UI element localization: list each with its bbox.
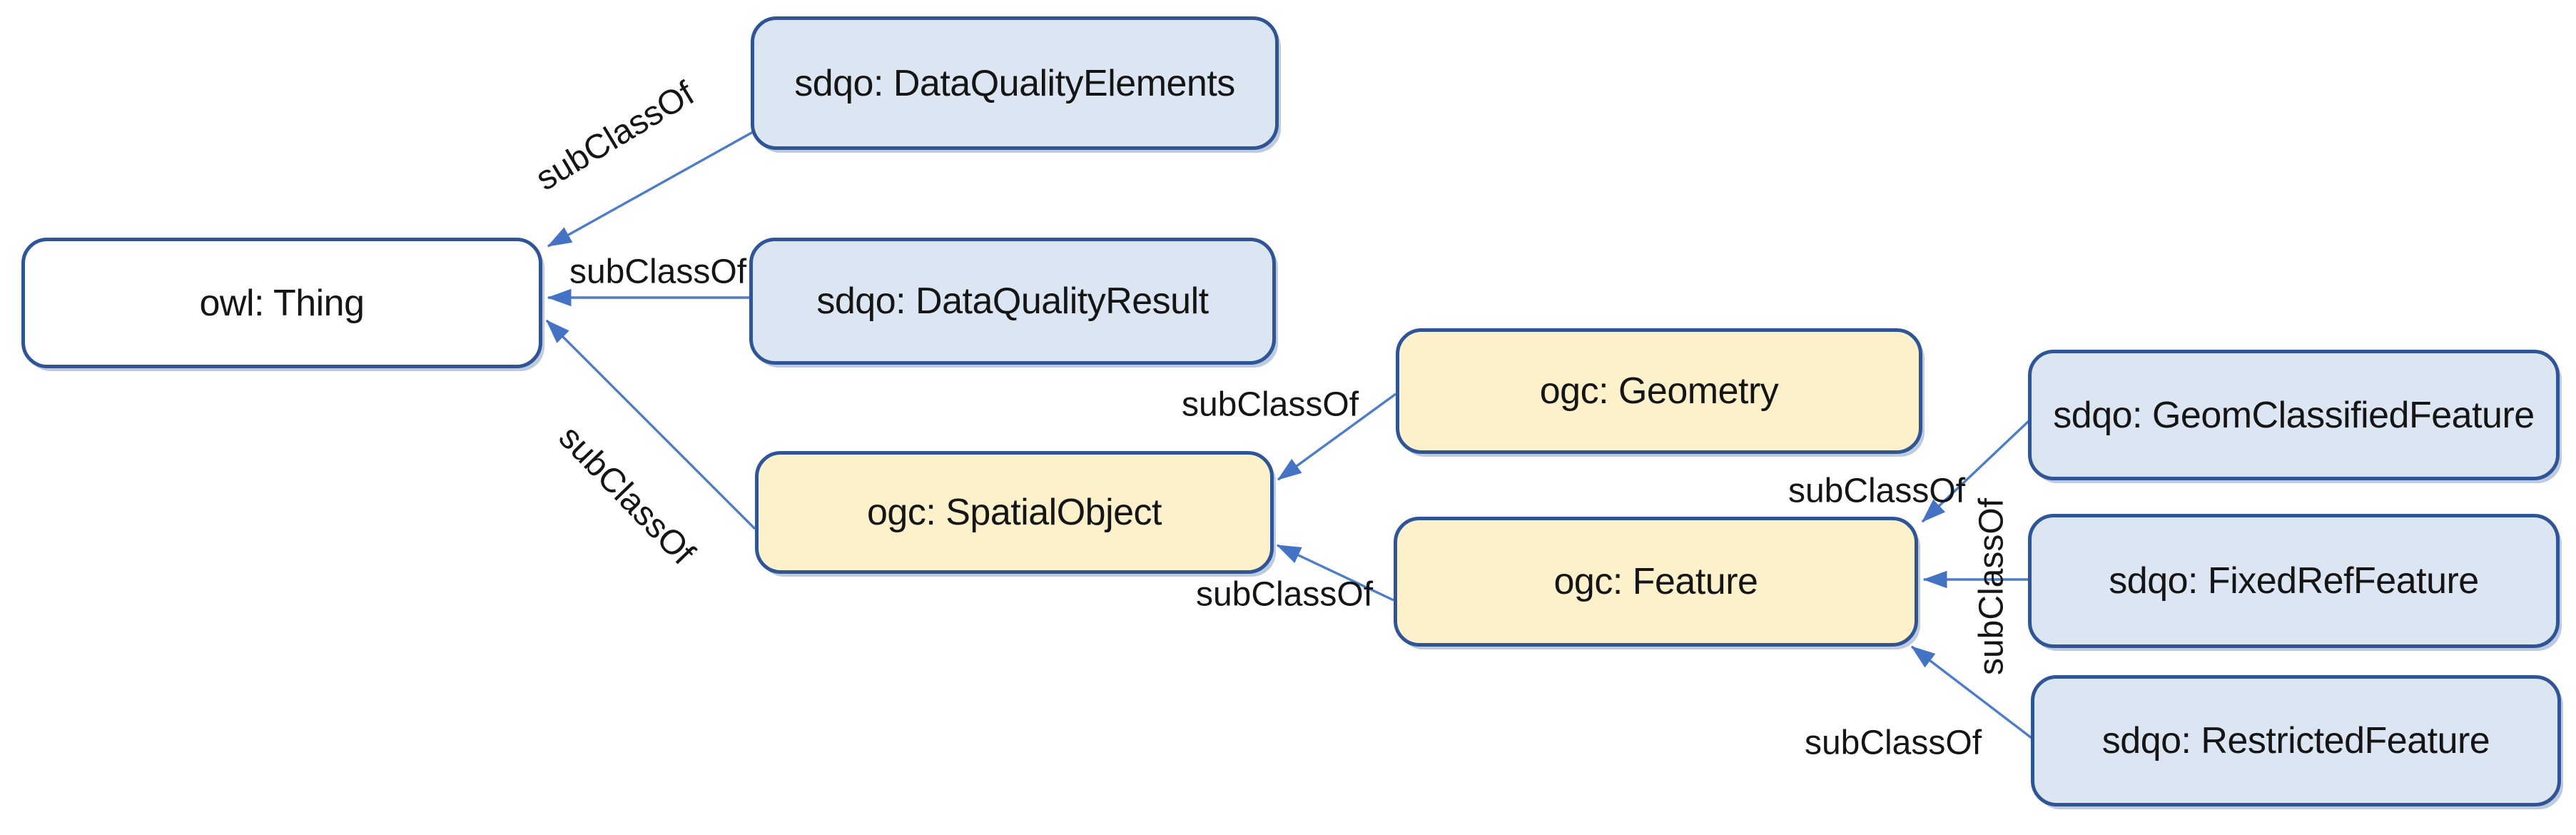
node-label-owl-thing: owl: Thing <box>199 282 365 324</box>
node-label-fixed-ref-feature: sdqo: FixedRefFeature <box>2109 560 2479 602</box>
edge-label-gcf-to-feature: subClassOf <box>1788 472 1966 510</box>
node-label-data-quality-result: sdqo: DataQualityResult <box>816 280 1209 322</box>
node-owl-thing: owl: Thing <box>21 238 542 368</box>
node-restricted-feature: sdqo: RestrictedFeature <box>2031 675 2561 806</box>
edge-gcf-to-feature-arrow <box>1921 420 2030 523</box>
node-data-quality-result: sdqo: DataQualityResult <box>749 238 1276 365</box>
node-label-geom-classified-feature: sdqo: GeomClassifiedFeature <box>2053 394 2535 436</box>
node-label-data-quality-elements: sdqo: DataQualityElements <box>794 62 1235 104</box>
edge-feature-to-spatial-arrow <box>1276 544 1394 602</box>
node-label-spatial-object: ogc: SpatialObject <box>866 492 1162 533</box>
edge-dqe-to-thing-arrow <box>547 131 754 248</box>
edge-rf-to-feature-arrow <box>1910 645 2033 739</box>
node-geometry: ogc: Geometry <box>1396 328 1922 454</box>
node-feature: ogc: Feature <box>1394 517 1918 647</box>
node-fixed-ref-feature: sdqo: FixedRefFeature <box>2028 514 2560 648</box>
edge-label-feature-to-spatial: subClassOf <box>1195 575 1374 614</box>
node-label-restricted-feature: sdqo: RestrictedFeature <box>2101 720 2490 761</box>
node-label-geometry: ogc: Geometry <box>1539 370 1779 412</box>
edge-label-dqr-to-thing: subClassOf <box>569 253 747 291</box>
node-label-feature: ogc: Feature <box>1553 561 1758 602</box>
edge-spatial-to-thing-arrow <box>545 319 756 530</box>
node-geom-classified-feature: sdqo: GeomClassifiedFeature <box>2028 350 2560 480</box>
node-spatial-object: ogc: SpatialObject <box>755 451 1274 574</box>
edge-label-geometry-to-spatial: subClassOf <box>1181 385 1359 424</box>
edge-label-rf-to-feature: subClassOf <box>1804 724 1982 762</box>
edge-label-frf-to-feature: subClassOf <box>1972 497 2011 676</box>
edge-geometry-to-spatial-arrow <box>1277 393 1396 481</box>
node-data-quality-elements: sdqo: DataQualityElements <box>751 16 1279 150</box>
